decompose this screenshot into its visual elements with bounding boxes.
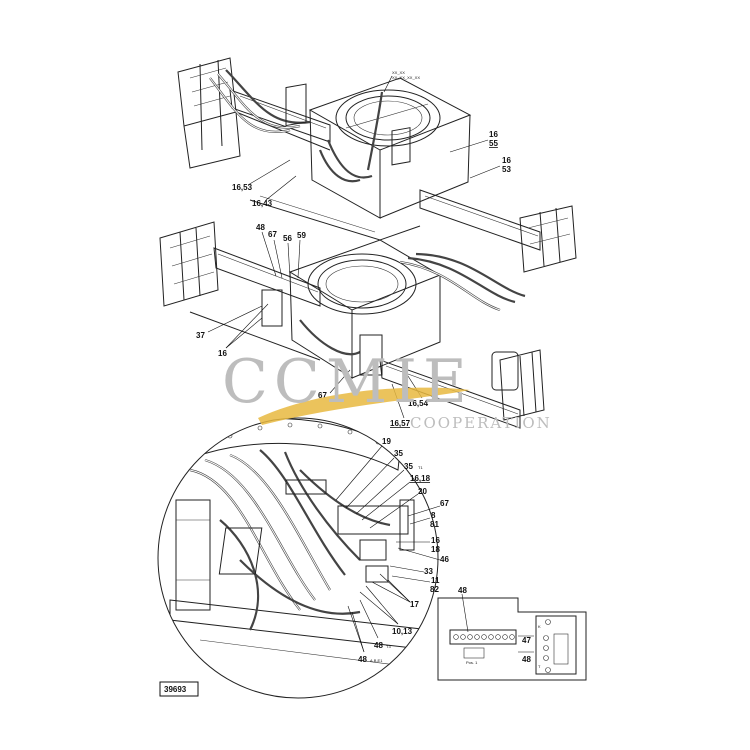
callout-det-16-18: 16,18: [410, 474, 431, 483]
callout-det-8: 8: [431, 511, 436, 520]
watermark: CCMIE COOPERATION: [222, 347, 552, 432]
svg-text:T3: T3: [386, 644, 391, 649]
callout-det-16: 16: [431, 536, 440, 545]
callout-ins-47: 47: [522, 636, 531, 645]
top-callouts: 16 55 16 53 16,53 16,43: [232, 130, 511, 208]
callout-det-82: 82: [430, 585, 439, 594]
detail-circle: [157, 417, 439, 699]
terminal-strip: [449, 629, 517, 645]
watermark-sub: COOPERATION: [410, 414, 552, 432]
callout-det-18: 18: [431, 545, 440, 554]
callout-det-20: 20: [418, 487, 427, 496]
connector-block: [535, 615, 577, 675]
callout-mid-48: 48: [256, 223, 265, 232]
callout-mid-16: 16: [218, 349, 227, 358]
callout-top-2a: 16: [502, 156, 511, 165]
watermark-main: CCMIE: [222, 347, 473, 417]
callout-det-81: 81: [430, 520, 439, 529]
detail-view: [157, 417, 439, 699]
callout-mid-37: 37: [196, 331, 205, 340]
terminal-pins: [453, 634, 515, 640]
callout-mid-67b: 67: [318, 391, 327, 400]
callout-top-1b: 55: [489, 139, 498, 148]
callout-mid-67a: 67: [268, 230, 277, 239]
callout-mid-16-54: 16,54: [408, 399, 429, 408]
callout-det-48b: 48: [358, 655, 367, 664]
callout-det-48a: 48: [374, 641, 383, 650]
svg-text:A,B,E1: A,B,E1: [370, 658, 383, 663]
svg-text:XX_XX_XX_XX: XX_XX_XX_XX: [392, 75, 420, 80]
callout-det-35b: 35: [404, 462, 413, 471]
callout-mid-56: 56: [283, 234, 292, 243]
detail-callouts: 19 35 35 T1 16,18 20 67 8 81 16 18 46 33…: [335, 437, 449, 664]
top-assembly: XX_XX XX_XX_XX_XX: [177, 57, 577, 273]
callout-det-67: 67: [440, 499, 449, 508]
callout-det-35a: 35: [394, 449, 403, 458]
svg-text:T1: T1: [418, 465, 423, 470]
callout-det-10-13: 10,13: [392, 627, 413, 636]
middle-assembly: [159, 221, 545, 429]
figure-number: 39693: [164, 685, 187, 694]
callout-det-19: 19: [382, 437, 391, 446]
callout-det-17: 17: [410, 600, 419, 609]
svg-text:T: T: [538, 664, 541, 669]
callout-det-46: 46: [440, 555, 449, 564]
callout-top-3: 16,53: [232, 183, 253, 192]
callout-det-11: 11: [431, 576, 440, 585]
callout-mid-59: 59: [297, 231, 306, 240]
callout-ins-48a: 48: [458, 586, 467, 595]
callout-ins-48b: 48: [522, 655, 531, 664]
callout-top-2b: 53: [502, 165, 511, 174]
figure-number-box: 39693: [159, 681, 199, 697]
callout-mid-16-57: 16,57: [390, 419, 411, 428]
svg-text:Pos. 1: Pos. 1: [466, 660, 478, 665]
callout-top-4: 16,43: [252, 199, 273, 208]
connector-inset: Pos. 1 K T 48 47 48: [437, 586, 587, 681]
callout-top-1a: 16: [489, 130, 498, 139]
svg-text:XX_XX: XX_XX: [392, 70, 405, 75]
svg-text:K: K: [538, 624, 541, 629]
callout-det-33: 33: [424, 567, 433, 576]
